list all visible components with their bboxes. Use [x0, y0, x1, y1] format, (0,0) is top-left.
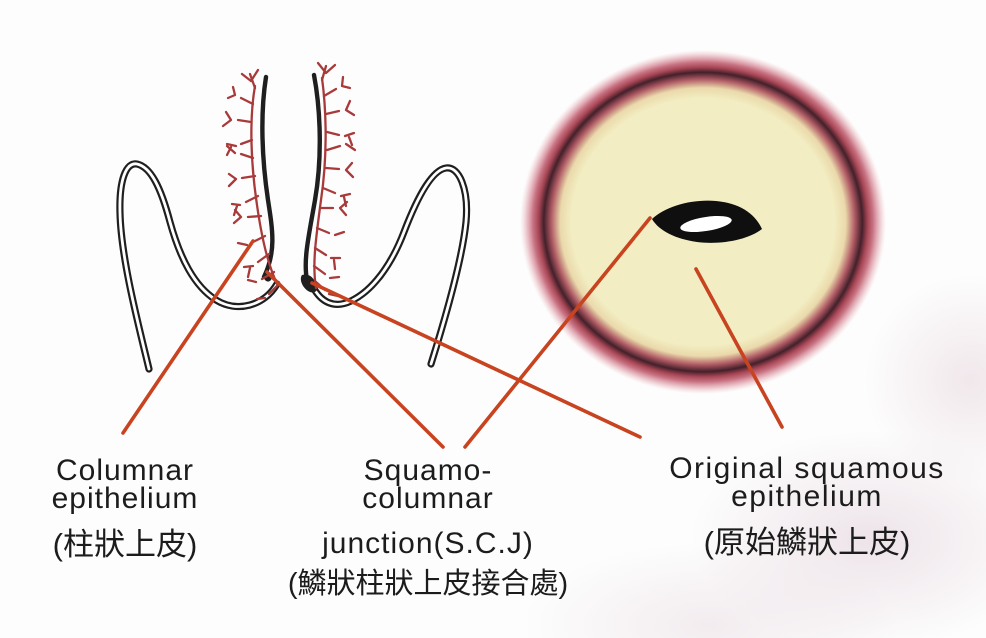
leader-line-scj-left: [265, 270, 445, 449]
leader-line-os-to-original: [310, 281, 642, 439]
label-columnar-chinese: (柱狀上皮): [52, 527, 198, 562]
label-scj-line2: columnar: [362, 482, 494, 515]
leader-line-columnar: [121, 239, 255, 435]
label-original-line1: Original squamous: [669, 452, 945, 485]
label-columnar-epithelium: Columnar epithelium (柱狀上皮): [51, 454, 199, 562]
canal-wall-right: [303, 72, 322, 283]
canal-wall-left: [260, 74, 275, 280]
columnar-epithelium-ferns-left: [221, 68, 280, 301]
label-scj-line1: Squamo-: [363, 454, 493, 487]
cervix-sagittal-figure: [116, 61, 471, 373]
cervix-face-figure: [520, 50, 886, 394]
leader-lines: [121, 216, 784, 449]
label-columnar-line1: Columnar: [55, 454, 195, 487]
external-os-notch: [300, 274, 318, 293]
label-scj-chinese: (鱗狀柱狀上皮接合處): [287, 568, 569, 600]
label-original-chinese: (原始鱗狀上皮): [703, 525, 911, 560]
label-original-line2: epithelium: [731, 480, 883, 513]
columnar-epithelium-ferns-right: [312, 61, 357, 298]
leader-line-eye-to-scj: [463, 216, 652, 449]
label-original-squamous-epithelium: Original squamous epithelium (原始鱗狀上皮): [669, 452, 945, 560]
label-columnar-line2: epithelium: [51, 482, 199, 515]
os-opening-highlight: [680, 215, 732, 233]
label-scj-line3: junction(S.C.J): [322, 527, 534, 560]
label-squamocolumnar-junction: Squamo- columnar junction(S.C.J) (鱗狀柱狀上皮…: [287, 454, 569, 601]
right-fornix-outline: [309, 164, 471, 368]
left-fornix-outline: [116, 160, 281, 373]
